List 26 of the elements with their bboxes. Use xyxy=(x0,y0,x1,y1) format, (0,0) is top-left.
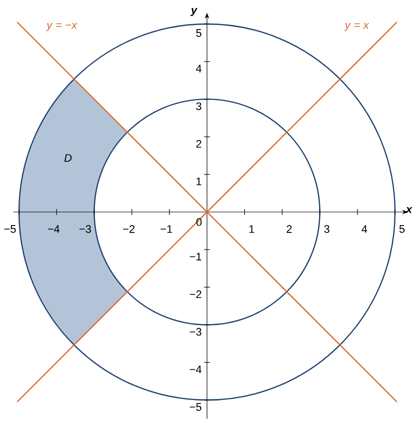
tick-label: −1 xyxy=(160,225,172,233)
line-label: y = x xyxy=(344,22,370,32)
tick-label: 4 xyxy=(196,64,202,72)
tick-label: 3 xyxy=(324,225,330,233)
tick-label: 5 xyxy=(196,29,202,37)
tick-label: 2 xyxy=(196,140,202,148)
tick-label: −3 xyxy=(80,225,91,233)
tick-label: 2 xyxy=(286,225,292,233)
tick-label: −2 xyxy=(123,225,134,233)
tick-label: 4 xyxy=(362,225,368,233)
tick-label: 5 xyxy=(399,225,405,233)
tick-label: 1 xyxy=(196,178,202,186)
line-label: y = −x xyxy=(46,22,78,32)
tick-label: −2 xyxy=(190,290,202,298)
tick-label: −5 xyxy=(190,403,202,411)
axis-label: y xyxy=(190,8,198,16)
region-label: D xyxy=(64,154,72,162)
axis-label: x xyxy=(405,207,412,213)
tick-label: 0 xyxy=(196,218,202,226)
tick-label: −1 xyxy=(190,252,202,260)
tick-label: 1 xyxy=(249,225,254,233)
tick-label: −4 xyxy=(190,366,202,374)
tick-label: −3 xyxy=(190,328,202,336)
tick-label: −5 xyxy=(4,225,16,233)
tick-label: 3 xyxy=(196,102,202,110)
tick-label: −4 xyxy=(48,225,60,233)
